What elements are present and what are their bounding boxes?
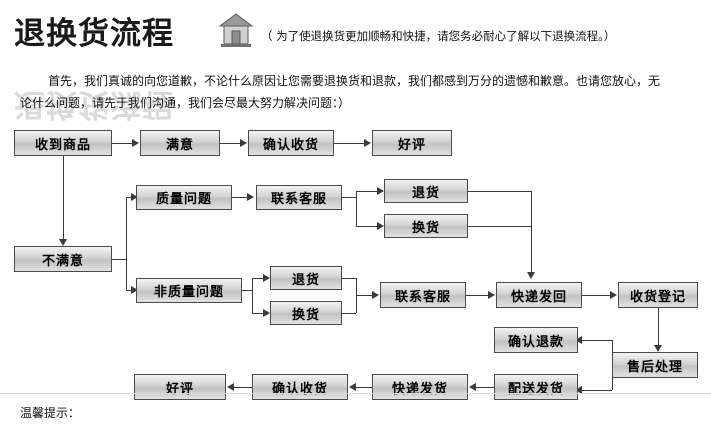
connector-非质量-bus (252, 278, 253, 314)
flow-node-快递发货: 快递发货 (372, 374, 468, 400)
arrowhead-退货-2 (263, 274, 270, 282)
connector-branch-质量问题 (126, 197, 133, 198)
flow-node-质量问题: 质量问题 (136, 185, 232, 210)
connector-联系客服2-快递发回 (466, 295, 489, 296)
connector-快递发回-收货登记 (582, 295, 611, 296)
flow-node-换货-2: 换货 (270, 301, 342, 325)
connector-bus-退货 (356, 191, 378, 192)
arrowhead-快递发回-top (527, 272, 535, 279)
connector-退货1-right (468, 191, 531, 192)
arrowhead-退货-1 (377, 187, 384, 195)
connector-售后处理-up (612, 340, 613, 352)
flow-node-换货-1: 换货 (384, 214, 468, 238)
page-header: 退换货流程 退换货流程 （ 为了使退换货更加顺畅和快捷，请您务必耐心了解以下退换… (14, 6, 704, 122)
connector-满意-确认收货 (220, 143, 241, 144)
flow-node-售后处理: 售后处理 (612, 352, 698, 378)
arrowhead-确认退款 (575, 336, 582, 344)
arrowhead-快递发货 (469, 383, 476, 391)
arrowhead-好评 (364, 139, 371, 147)
connector-bus-换货 (356, 226, 378, 227)
connector-不满意-branch-stem (112, 259, 126, 260)
footer-tip: 温馨提示： (20, 406, 81, 420)
arrowhead-质量问题 (131, 193, 138, 201)
flow-node-确认收货-2: 确认收货 (252, 374, 348, 400)
connector-bus-换货-2 (252, 313, 264, 314)
flow-node-满意: 满意 (140, 130, 220, 156)
connector-收货登记-售后处理 (658, 308, 659, 346)
flow-node-配送发货: 配送发货 (494, 374, 578, 400)
connector-merge-联系客服2 (356, 295, 373, 296)
arrowhead-快递发回 (488, 291, 495, 299)
connector-质量问题-联系客服 (232, 197, 248, 198)
arrowhead-不满意 (59, 239, 67, 246)
arrowhead-好评-2 (227, 383, 234, 391)
connector-配送发货-快递发货 (472, 387, 494, 388)
connector-售后处理-确认退款-h (578, 340, 612, 341)
flow-node-好评-2: 好评 (134, 374, 226, 400)
arrowhead-联系客服-1 (247, 193, 254, 201)
connector-换货2-right (342, 313, 356, 314)
flow-node-不满意: 不满意 (14, 246, 112, 272)
flow-node-联系客服-2: 联系客服 (380, 282, 466, 308)
flow-node-退货-1: 退货 (384, 179, 468, 203)
arrowhead-售后处理 (654, 345, 662, 352)
connector-换货1-right (468, 226, 531, 227)
flow-node-确认收货: 确认收货 (248, 130, 334, 156)
connector-branch-vertical (126, 197, 127, 290)
connector-确认收货-好评 (334, 143, 365, 144)
flow-node-确认退款: 确认退款 (494, 327, 578, 353)
connector-非质量问题-bus-stem (242, 290, 252, 291)
connector-快递发货-确认收货 (352, 387, 372, 388)
flow-node-收到商品: 收到商品 (14, 130, 112, 156)
intro-line-2: 论什么问题，请先于我们沟通，我们会尽最大努力解决问题：） (20, 96, 351, 110)
connector-联系客服-bus (356, 191, 357, 227)
connector-branch-非质量问题 (126, 290, 133, 291)
connector-售后处理-down (612, 378, 613, 390)
arrowhead-联系客服-2 (372, 291, 379, 299)
connector-收到商品-满意 (112, 143, 133, 144)
arrowhead-配送发货 (575, 386, 582, 394)
flow-node-收货登记: 收货登记 (618, 282, 698, 308)
connector-质量-down-to-快递发回 (531, 191, 532, 273)
arrowhead-确认收货 (240, 139, 247, 147)
arrowhead-确认收货-2 (349, 383, 356, 391)
page-title: 退换货流程 (14, 16, 174, 52)
connector-退货2-right (342, 278, 356, 279)
connector-确认收货-好评 (230, 387, 252, 388)
arrowhead-换货-1 (377, 222, 384, 230)
connector-bus-退货-2 (252, 278, 264, 279)
intro-line-1: 首先，我们真诚的向您道歉，不论什么原因让您需要退换货和退款，我们都感到万分的遗憾… (48, 74, 661, 88)
footer-divider (0, 393, 711, 394)
arrowhead-满意 (132, 139, 139, 147)
arrowhead-非质量问题 (131, 286, 138, 294)
flow-node-好评: 好评 (372, 130, 452, 156)
flow-node-快递发回: 快递发回 (496, 282, 582, 308)
header-note: （ 为了使退换货更加顺畅和快捷，请您务必耐心了解以下退换流程。） (261, 29, 616, 43)
connector-售后处理-配送发货 (578, 390, 612, 391)
arrowhead-换货-2 (263, 309, 270, 317)
connector-联系客服-bus-stem (342, 197, 356, 198)
arrowhead-收货登记 (610, 291, 617, 299)
connector-收到商品-不满意 (63, 156, 64, 240)
flow-node-退货-2: 退货 (270, 266, 342, 290)
flow-node-联系客服-1: 联系客服 (256, 185, 342, 210)
flow-node-非质量问题: 非质量问题 (136, 278, 242, 303)
intro-paragraph: 首先，我们真诚的向您道歉，不论什么原因让您需要退换货和退款，我们都感到万分的遗憾… (20, 70, 696, 114)
house-icon (218, 12, 254, 48)
